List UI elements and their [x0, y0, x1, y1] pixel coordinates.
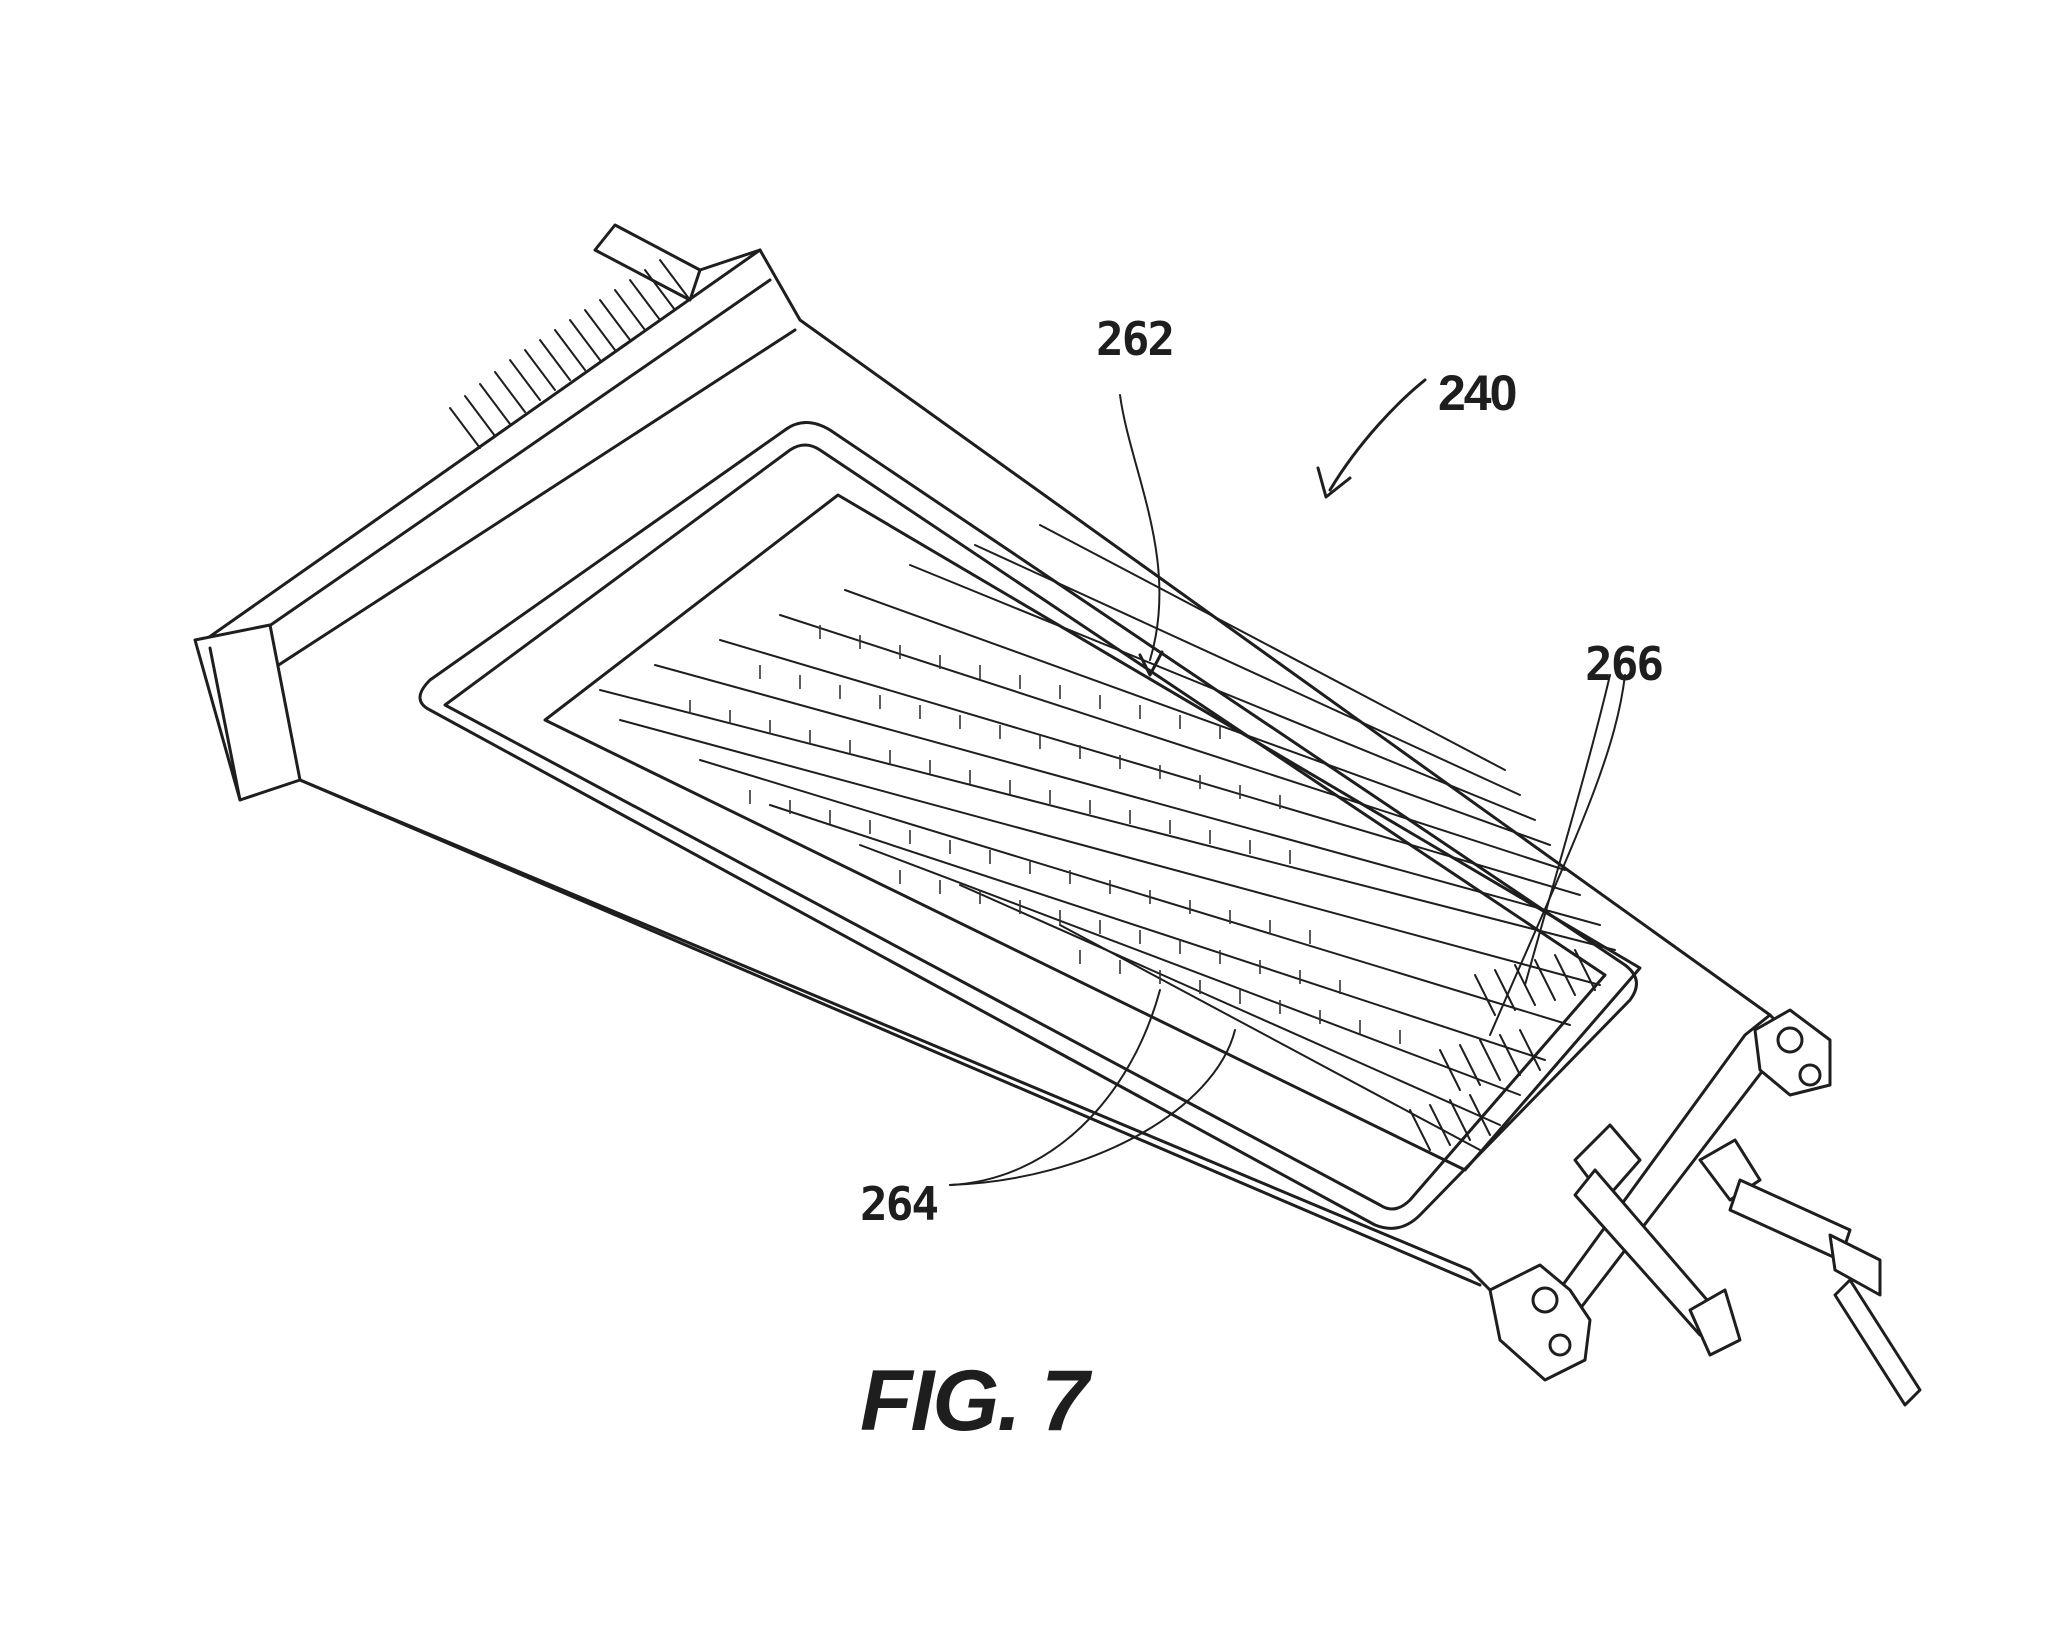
- label-264: 264: [860, 1177, 937, 1231]
- outer-frame: [195, 225, 1790, 1335]
- label-262: 262: [1096, 312, 1173, 366]
- fin-array: [545, 495, 1640, 1170]
- leader-266-b: [1490, 675, 1625, 1035]
- leader-264-a: [950, 990, 1160, 1185]
- label-266: 266: [1585, 637, 1662, 691]
- label-240: 240: [1438, 365, 1516, 421]
- end-fittings: [1490, 1010, 1920, 1405]
- leader-240: [1330, 380, 1425, 490]
- figure-caption: FIG. 7: [860, 1353, 1093, 1449]
